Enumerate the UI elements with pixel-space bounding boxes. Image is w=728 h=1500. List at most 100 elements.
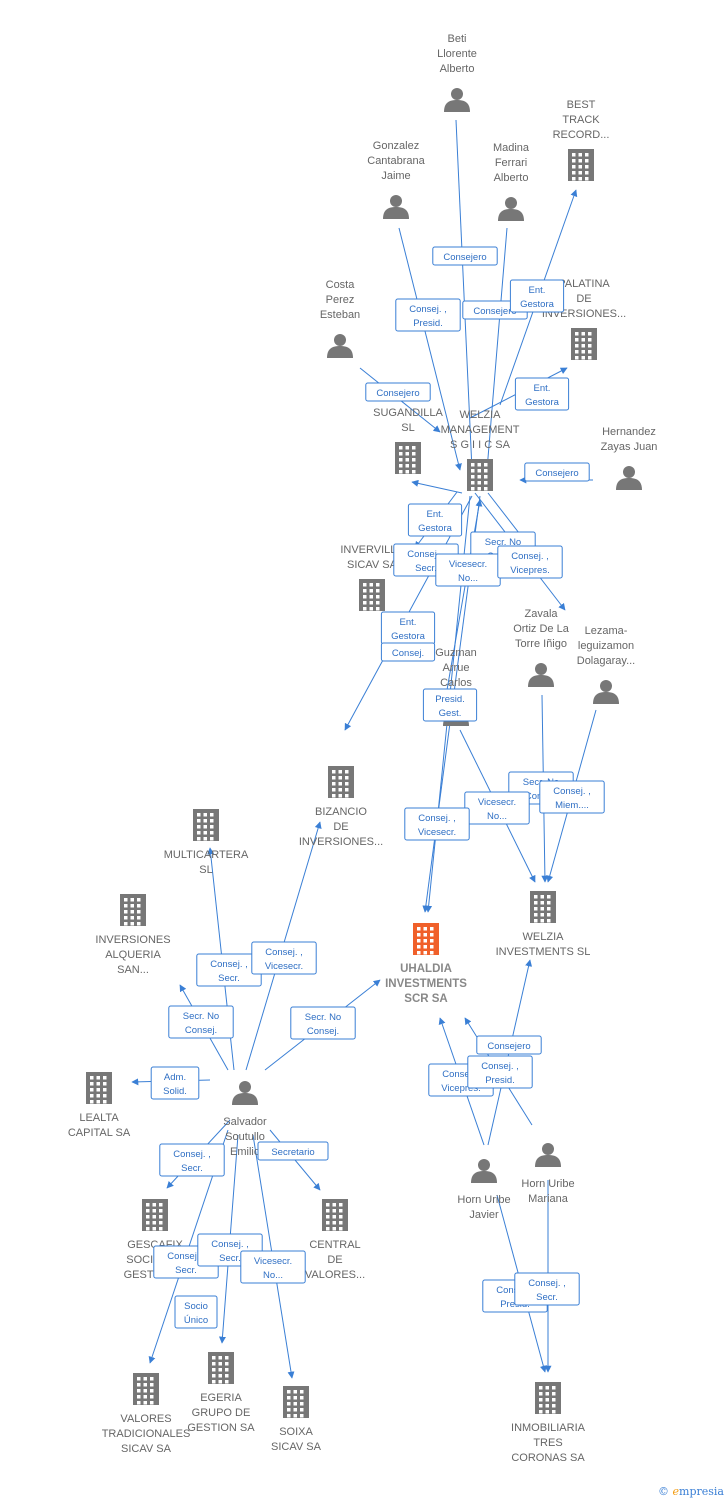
relation-tag[interactable]: Ent.Gestora: [509, 279, 565, 313]
relation-tag[interactable]: Adm.Solid.: [150, 1066, 200, 1100]
relation-tag-box: [467, 1055, 533, 1089]
relation-tag[interactable]: Consejero: [524, 462, 590, 482]
building-window: [293, 1402, 297, 1406]
relation-tag[interactable]: Vicesecr.No...: [435, 553, 501, 587]
relation-tag-label: Consejero: [443, 252, 486, 263]
building-window: [534, 907, 538, 911]
building-window: [146, 1209, 150, 1213]
relation-tag[interactable]: Consejero: [432, 246, 498, 266]
building-window: [484, 463, 488, 467]
building-window: [405, 446, 409, 450]
relation-tag[interactable]: Consejero: [365, 382, 431, 402]
building-window: [293, 1408, 297, 1412]
relation-tag[interactable]: Vicesecr.No...: [464, 791, 530, 825]
person-head: [451, 88, 463, 100]
relation-tag-box: [290, 1006, 356, 1040]
building-window: [578, 165, 582, 169]
building-window: [326, 1227, 330, 1231]
node-lezama[interactable]: Lezama-leguizamonDolagaray...: [577, 625, 636, 704]
relation-tag-box: [395, 298, 461, 332]
relation-tag[interactable]: Ent.Gestora: [514, 377, 570, 411]
building-window: [430, 939, 434, 943]
building-window: [345, 794, 349, 798]
building-window: [412, 470, 416, 474]
building-window: [96, 1094, 100, 1098]
building-window: [430, 945, 434, 949]
relation-tag[interactable]: Consej. ,Secr.: [196, 953, 262, 987]
building-window: [332, 782, 336, 786]
building-window: [137, 1401, 141, 1405]
relation-tag[interactable]: Secretario: [257, 1141, 329, 1161]
building-window: [540, 919, 544, 923]
relation-tag[interactable]: Ent.Gestora: [407, 503, 463, 537]
building-window: [376, 601, 380, 605]
relation-tag[interactable]: Presid.Gest.: [422, 688, 478, 722]
building-window: [588, 344, 592, 348]
building-window: [96, 1076, 100, 1080]
building-window: [539, 1398, 543, 1402]
relation-tag[interactable]: Consej. ,Vicepres.: [497, 545, 563, 579]
relation-tag[interactable]: Consej. ,Secr.: [159, 1143, 225, 1177]
node-label: UHALDIA: [400, 963, 452, 975]
node-label: SAN...: [117, 964, 149, 976]
node-label: LEALTA: [79, 1112, 119, 1124]
building-window: [430, 933, 434, 937]
relation-tag[interactable]: Consej. ,Presid.: [395, 298, 461, 332]
relation-tag[interactable]: Consejero: [476, 1035, 542, 1055]
node-alqueria[interactable]: INVERSIONESALQUERIASAN...: [95, 894, 171, 976]
building-window: [345, 770, 349, 774]
building-window: [484, 475, 488, 479]
relation-tag[interactable]: Consej. ,Presid.: [467, 1055, 533, 1089]
building-icon: [328, 766, 354, 798]
building-window: [212, 1356, 216, 1360]
building-window: [90, 1082, 94, 1086]
relation-tag-label: Miem....: [555, 800, 589, 811]
node-central[interactable]: CENTRALDEVALORES...: [305, 1199, 365, 1281]
relation-tag[interactable]: Consej.: [380, 642, 436, 662]
building-window: [103, 1100, 107, 1104]
node-label: INVESTMENTS SL: [496, 946, 591, 958]
building-window: [150, 1389, 154, 1393]
building-window: [575, 338, 579, 342]
node-label: SCR SA: [404, 993, 447, 1005]
node-label: RECORD...: [553, 129, 610, 141]
relation-tag[interactable]: Consej. ,Miem....: [539, 780, 605, 814]
person-body: [471, 1171, 497, 1183]
relation-tag[interactable]: Vicesecr.No...: [240, 1250, 306, 1284]
relation-tag[interactable]: Consej. ,Secr.: [514, 1272, 580, 1306]
relation-tag[interactable]: Consej. ,Vicesecr.: [404, 807, 470, 841]
node-bizancio[interactable]: BIZANCIODEINVERSIONES...: [299, 766, 383, 848]
building-window: [423, 939, 427, 943]
relation-tag[interactable]: Consej. ,Vicesecr.: [251, 941, 317, 975]
person-body: [444, 100, 470, 112]
building-window: [143, 1377, 147, 1381]
relation-tag-label: Consej. ,: [528, 1278, 566, 1289]
relation-tag[interactable]: Ent.Gestora: [380, 611, 436, 645]
node-best[interactable]: BESTTRACKRECORD...: [553, 99, 610, 181]
